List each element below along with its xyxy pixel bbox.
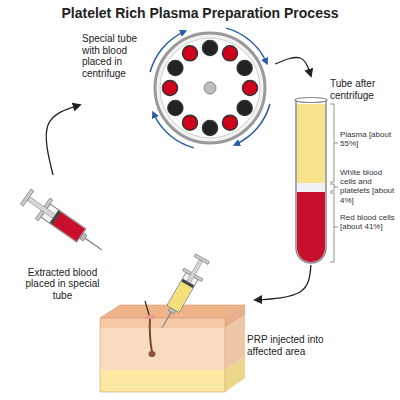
tube-slot bbox=[237, 101, 252, 116]
tube-slot bbox=[237, 61, 252, 76]
tube-slot bbox=[183, 115, 198, 130]
process-arrow bbox=[255, 265, 311, 300]
tube-slot bbox=[203, 41, 218, 56]
prp-syringe bbox=[152, 252, 212, 333]
process-stage: PRP injected into affected area bbox=[95, 300, 340, 395]
skin-block bbox=[100, 301, 245, 392]
fraction-label: Plasma [about 55%] bbox=[340, 130, 397, 148]
rotation-arrow bbox=[154, 114, 194, 148]
rotation-arrow bbox=[236, 104, 270, 144]
rotation-arrow bbox=[150, 32, 184, 72]
process-stage: Extracted blood placed in special tube bbox=[15, 175, 110, 305]
tube-slot bbox=[223, 46, 238, 61]
process-arrow bbox=[46, 105, 80, 175]
tube-slot bbox=[163, 81, 178, 96]
title: Platelet Rich Plasma Preparation Process bbox=[0, 5, 400, 21]
fraction-label: White blood cells and platelets [about 4… bbox=[340, 168, 397, 205]
stage-label: Special tube with blood placed in centri… bbox=[82, 33, 142, 79]
fraction-label: Red blood cells [about 41%] bbox=[340, 213, 397, 231]
tube-slot bbox=[168, 61, 183, 76]
separated-tube bbox=[295, 98, 338, 264]
tube-slot bbox=[223, 115, 238, 130]
centrifuge bbox=[150, 28, 270, 148]
tube-slot bbox=[168, 101, 183, 116]
rotation-arrow bbox=[226, 28, 266, 62]
blood-syringe bbox=[18, 186, 109, 260]
tube-slot bbox=[183, 46, 198, 61]
stage-label: Tube after centrifuge bbox=[330, 78, 392, 101]
stage-label: Extracted blood placed in special tube bbox=[19, 267, 106, 302]
stage-label: PRP injected into affected area bbox=[247, 334, 337, 357]
tube-slot bbox=[203, 121, 218, 136]
process-arrow bbox=[275, 57, 311, 76]
tube-slot bbox=[243, 81, 258, 96]
process-stage: Special tube with blood placed in centri… bbox=[80, 25, 275, 155]
